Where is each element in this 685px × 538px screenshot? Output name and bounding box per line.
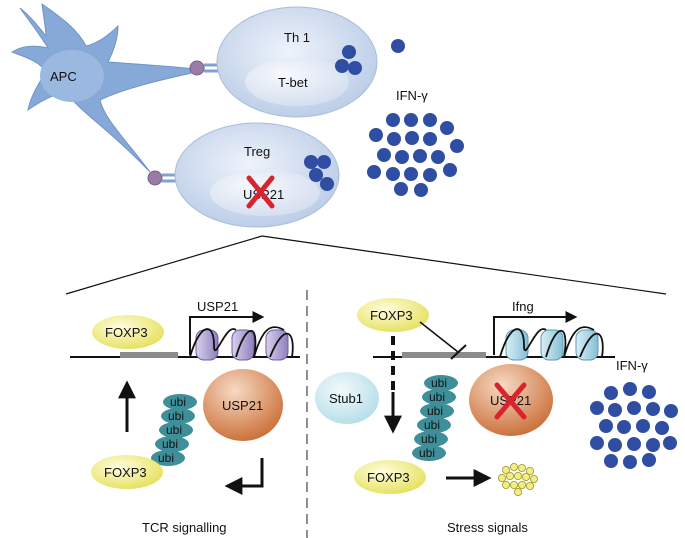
ifng-right-label: IFN-γ (616, 358, 648, 373)
ifng-dot (335, 59, 349, 73)
ifng-dot (309, 168, 323, 182)
usp21-protein-label: USP21 (222, 398, 263, 413)
deletion-cross-icon (494, 382, 527, 420)
ifng-dot (348, 61, 362, 75)
apc-label: APC (50, 69, 77, 84)
ubi-label: ubi (421, 432, 437, 446)
th1-label: Th 1 (284, 30, 310, 45)
foxp3-left-label: FOXP3 (105, 325, 148, 340)
ifng-dot (391, 39, 405, 53)
ubi-label: ubi (168, 409, 184, 423)
return-arrow (224, 458, 264, 495)
ifng-dot (304, 155, 318, 169)
nucleosomes-left (189, 326, 294, 361)
ubi-chain-right: ubi ubi ubi ubi ubi ubi (412, 375, 458, 461)
foxp3-right-label: FOXP3 (370, 308, 413, 323)
foxp3-bottom-right-node (354, 460, 426, 494)
ubi-label: ubi (424, 418, 440, 432)
usp21-protein-node (203, 369, 283, 441)
degraded-fragments-icon (497, 462, 539, 496)
treg-cell: Treg USP21 (174, 122, 340, 228)
ifng-dot (342, 45, 356, 59)
transcription-arrow (189, 311, 265, 355)
foxp3-bottom-right-label: FOXP3 (367, 470, 410, 485)
usp21-gene-label: USP21 (197, 299, 238, 314)
ifng-top-label: IFN-γ (396, 88, 428, 103)
foxp3-bottom-left-label: FOXP3 (104, 465, 147, 480)
foxp3-right-node (357, 298, 429, 332)
ifng-cluster-top (367, 113, 464, 197)
apc-body (10, 2, 206, 173)
ubi-label: ubi (158, 451, 174, 465)
inhibition-line (419, 321, 459, 353)
stub1-node (315, 372, 379, 424)
th1-cell: Th 1 T-bet (216, 6, 378, 118)
deletion-cross-icon (246, 175, 275, 209)
foxp3-bottom-left-node (91, 455, 163, 489)
ubi-chain-left: ubi ubi ubi ubi ubi (151, 394, 197, 466)
transcription-arrow (493, 311, 578, 355)
caption-right: Stress signals (447, 520, 528, 535)
ifng-gene-label: Ifng (512, 299, 534, 314)
stub1-label: Stub1 (329, 391, 363, 406)
inhibition-bar (450, 344, 467, 360)
treg-nucleus (210, 170, 320, 216)
ubi-label: ubi (419, 446, 435, 460)
apc-cell: APC (10, 2, 206, 173)
ifng-dot (320, 177, 334, 191)
ubi-label: ubi (431, 376, 447, 390)
tbet-label: T-bet (278, 75, 308, 90)
tbet-nucleus (245, 58, 349, 106)
caption-left: TCR signalling (142, 520, 227, 535)
promoter (120, 352, 178, 358)
right-panel: Ifng FOXP3 Stub1 ubi ubi ubi ubi ubi ubi (315, 298, 678, 535)
nucleosomes-right (499, 326, 604, 361)
ifng-cluster-right (590, 382, 678, 469)
left-panel: USP21 FOXP3 ubi ubi ubi ubi ubi USP21 FO… (70, 299, 300, 535)
apc-core (40, 50, 104, 102)
treg-label: Treg (244, 144, 270, 159)
zoom-outline (65, 235, 667, 295)
foxp3-left-node (92, 315, 164, 349)
ubi-label: ubi (429, 390, 445, 404)
ubi-label: ubi (170, 395, 186, 409)
ubi-label: ubi (427, 404, 443, 418)
ifng-dot (317, 155, 331, 169)
ubi-label: ubi (166, 423, 182, 437)
promoter (402, 352, 486, 358)
ubi-label: ubi (162, 437, 178, 451)
